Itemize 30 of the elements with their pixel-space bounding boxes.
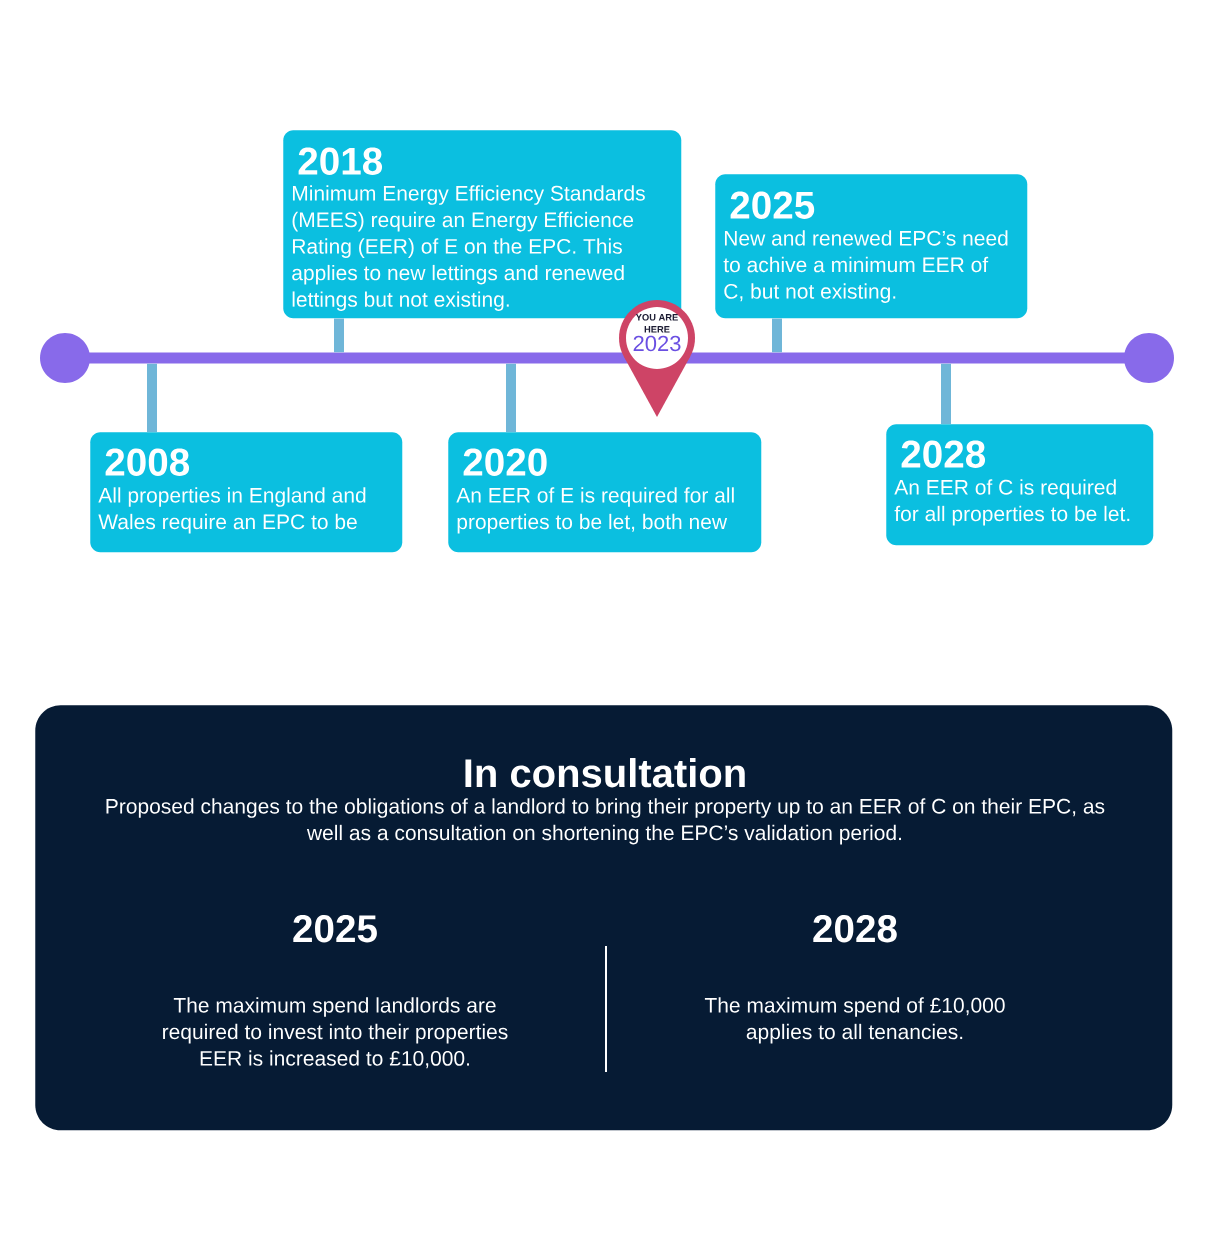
connector-line <box>334 318 344 353</box>
pin-year: 2023 <box>633 335 681 352</box>
event-card <box>448 432 762 553</box>
location-pin <box>619 300 695 417</box>
panel-text: Proposed changes to the obligations of a landlord to bring their property up to an EER of C on their EPC, as well as a consultation on shortening the EPC’s validation period. <box>106 798 1105 845</box>
panel-heading: In consultation <box>465 758 745 788</box>
column-year: 2025 <box>293 915 377 943</box>
column-text: The maximum spend landlords are required to invest into their properties EER is increased to £10,000. <box>163 997 508 1069</box>
event-description: Minimum Energy Efficiency Standards (MEES) require an Energy Efficience Rating (EER) of E on the EPC. This applies to new lettings and renewed lettings but not existing. <box>292 185 645 311</box>
column-text: The maximum spend of £10,000 applies to all tenancies. <box>704 997 1005 1044</box>
event-card <box>886 424 1154 546</box>
connector-line <box>941 363 951 424</box>
connector-line <box>147 363 157 432</box>
year-heading: 2018 <box>298 147 383 175</box>
event-description: An EER of E is required for all properties to be let, both new <box>456 487 734 534</box>
event-card <box>715 174 1028 319</box>
event-card <box>283 130 682 319</box>
info-panel <box>35 705 1173 1131</box>
pin-caption: YOU ARE HERE <box>635 314 678 333</box>
event-card <box>90 432 403 553</box>
year-heading: 2008 <box>105 448 190 476</box>
event-description: An EER of C is required for all properties to be let. <box>894 479 1130 526</box>
column-year: 2028 <box>813 915 897 943</box>
year-heading: 2025 <box>730 191 815 219</box>
year-heading: 2020 <box>463 448 547 476</box>
connector-line <box>506 363 516 432</box>
event-description: All properties in England and Wales require an EPC to be <box>98 487 366 534</box>
connector-line <box>772 318 782 353</box>
year-heading: 2028 <box>901 440 986 468</box>
event-description: New and renewed EPC’s need to achive a minimum EER of C, but not existing. <box>723 230 1008 303</box>
